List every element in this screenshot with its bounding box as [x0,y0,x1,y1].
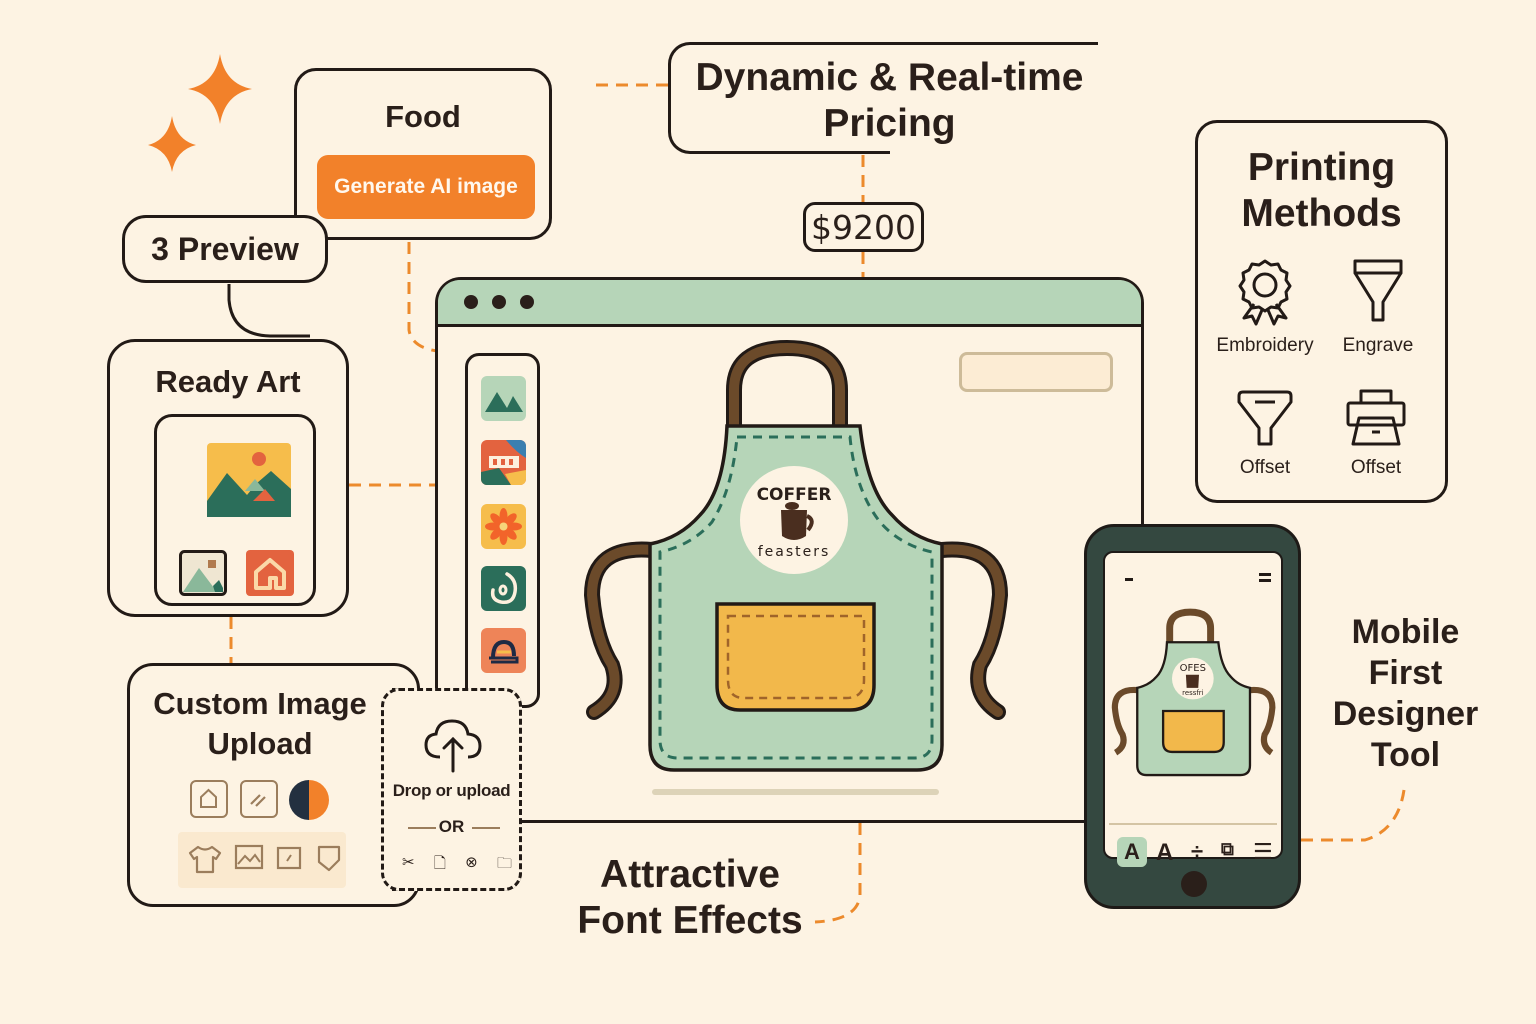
custom-upload-title-line2: Upload [207,726,313,761]
mobile-title-line3: Designer [1332,695,1479,733]
printing-methods-card: Printing Methods Embroidery Engrave [1195,120,1448,503]
divider [408,827,436,829]
printing-method-label: Offset [1239,457,1291,478]
logo-top-text: COFFER [757,485,832,505]
printing-method-label: Engrave [1342,335,1414,356]
toolbar-menu[interactable]: ☰ [1253,839,1273,864]
design-asset-rail [465,353,540,708]
toolbar-divide[interactable]: ÷ [1191,839,1204,864]
mobile-title-line1: Mobile [1351,613,1460,651]
resize-icon[interactable] [276,846,304,872]
upload-tool-tray [178,832,346,888]
custom-image-upload-card: Custom Image Upload [127,663,420,907]
upload-source-row: ✂ 🗋 ⊗ 🗀 [402,853,512,878]
file-icon[interactable]: 🗋 [433,855,446,872]
printing-title-line1: Printing [1247,146,1396,189]
mobile-back-icon[interactable] [1125,578,1133,581]
toolbar-active-bg [1117,837,1147,867]
spiral-tile [490,572,518,605]
mountain-thumbnail[interactable] [179,550,227,596]
food-prompt-card: Food Generate AI image [294,68,552,240]
pricing-box-gap [890,148,1110,160]
mobile-logo-bottom: ressfri [1182,689,1203,697]
ready-art-gallery [154,414,316,606]
picture-icon[interactable] [234,844,264,872]
close-circle-icon[interactable]: ⊗ [465,854,478,871]
custom-upload-title-line1: Custom Image [153,686,367,721]
pricing-callout: Dynamic & Real-time Pricing [668,42,1098,154]
printing-method-engrave[interactable]: Engrave [1318,258,1438,357]
printing-method-offset-b[interactable]: Offset [1316,388,1436,479]
horizontal-scrollbar[interactable] [652,789,939,795]
ready-art-title: Ready Art [155,364,301,399]
window-dot-close[interactable] [464,295,478,309]
mobile-screen: OFES ressfri A A ÷ ⧉ ☰ [1103,551,1283,867]
ready-art-card: Ready Art [107,339,349,617]
mobile-title-line2: First [1368,654,1443,692]
generate-ai-image-button[interactable]: Generate AI image [317,155,535,219]
mobile-apron-preview[interactable]: OFES ressfri [1111,589,1277,799]
apron-product-preview[interactable]: COFFER feasters [582,340,1012,780]
funnel-icon [1353,259,1403,322]
divider [472,827,500,829]
window-title-bar [438,280,1141,327]
window-bottom-edge [520,820,1085,823]
rail-item-building[interactable] [481,440,526,485]
rail-item-spiral[interactable] [481,566,526,611]
preview-pill[interactable]: 3 Preview [122,215,328,283]
toolbar-font-a[interactable]: A [1156,839,1174,866]
shield-icon[interactable] [316,844,342,874]
mobile-device: OFES ressfri A A ÷ ⧉ ☰ [1084,524,1301,909]
mobile-logo-top: OFES [1180,663,1206,674]
printing-method-label: Offset [1350,457,1402,478]
logo-bottom-text: feasters [758,544,831,560]
tshirt-icon[interactable] [188,844,222,874]
home-icon[interactable] [190,780,228,818]
font-effects-line2: Font Effects [577,899,803,942]
printing-title-line2: Methods [1241,192,1402,235]
mobile-first-label: Mobile First Designer Tool [1328,612,1483,776]
rail-item-mountains[interactable] [481,376,526,421]
font-effects-line1: Attractive [600,853,780,896]
mobile-title-line4: Tool [1370,736,1441,774]
flower-tile [485,508,522,545]
price-badge: $9200 [803,202,924,252]
window-dot-maximize[interactable] [520,295,534,309]
rail-item-arch[interactable] [481,628,526,673]
printing-method-label: Embroidery [1216,335,1314,356]
scissors-icon[interactable]: ✂ [402,854,415,871]
building-tile [481,440,526,485]
food-card-title: Food [385,99,461,134]
squeegee-icon [1237,390,1293,446]
cloud-upload-icon [424,719,482,773]
dropzone-text: Drop or upload [392,781,511,800]
font-effects-label: Attractive Font Effects [560,852,820,944]
divider [1109,823,1277,825]
mountains-tile [485,392,523,412]
pricing-title-line2: Pricing [823,102,956,145]
designer-input-field[interactable] [959,352,1113,392]
home-button[interactable] [1181,871,1207,897]
slash-pattern-icon[interactable] [240,780,278,818]
dropzone-or-label: OR [438,817,465,836]
toolbar-font-a-active[interactable]: A [1124,839,1140,864]
mobile-menu-icon[interactable] [1259,573,1271,576]
house-thumbnail[interactable] [246,550,294,596]
toolbar-layout[interactable]: ⧉ [1221,839,1234,859]
printing-method-embroidery[interactable]: Embroidery [1205,258,1325,357]
window-dot-minimize[interactable] [492,295,506,309]
sparkle-icon [148,54,252,172]
folder-icon[interactable]: 🗀 [496,855,512,872]
printer-icon [1346,389,1406,446]
pricing-title-line1: Dynamic & Real-time [695,56,1084,99]
rail-item-flower[interactable] [481,504,526,549]
arch-tile [489,639,519,664]
printing-method-offset-a[interactable]: Offset [1205,388,1325,479]
mountain-sun-art[interactable] [207,443,291,517]
color-split-icon[interactable] [289,780,329,820]
rosette-icon [1238,259,1292,326]
upload-dropzone[interactable]: Drop or upload OR ✂ 🗋 ⊗ 🗀 [381,688,522,891]
